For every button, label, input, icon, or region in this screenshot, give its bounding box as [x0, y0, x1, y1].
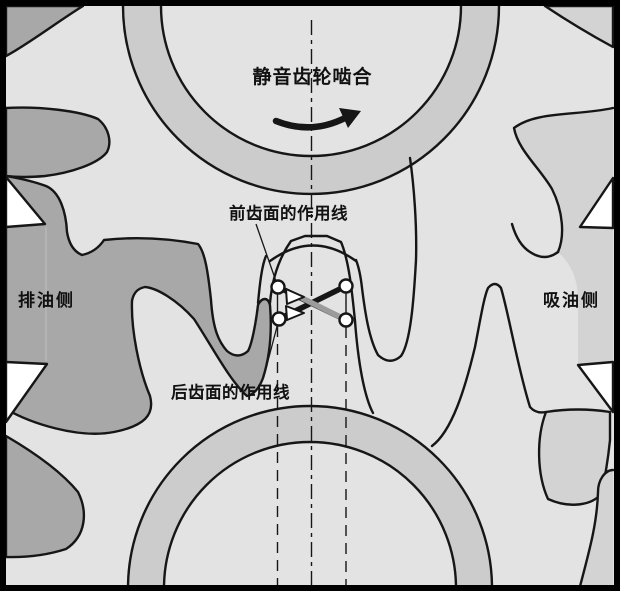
pocket-top-left-corner [6, 6, 85, 58]
bottom-gear-center-tooth [268, 234, 375, 415]
top-gear-root-arc-over-mesh [268, 244, 358, 263]
pocket-bottom-left [6, 434, 85, 559]
gear-tooth-outlines [256, 156, 560, 448]
rotation-arrow-icon [272, 108, 361, 131]
discharge-side-pockets [6, 6, 272, 559]
pocket-left-blob [6, 106, 111, 179]
top-gear-tooth-right-of-mesh [354, 156, 418, 362]
top-gear-corner-tooth-tip [510, 222, 560, 259]
contact-point-upper-left [270, 279, 286, 295]
pocket-top-right-corner [543, 6, 614, 49]
rear-label-leader-line [263, 318, 280, 377]
notch-right-top [578, 176, 614, 230]
contact-point-lower-left [271, 311, 287, 327]
port-notches [6, 175, 614, 424]
bottom-gear-hub-ring [126, 404, 494, 585]
mesh-lines-of-action [270, 278, 354, 328]
suction-side-pockets [512, 6, 614, 585]
front-label-leader-line [255, 223, 279, 288]
contact-point-lower-right [338, 312, 354, 328]
upper-force-arrow-icon [285, 288, 305, 305]
rear-flank-action-line [298, 294, 348, 323]
lower-force-arrow-icon [285, 305, 305, 321]
top-gear-tooth-flank-left-of-mesh [256, 254, 268, 305]
notch-right-bottom [576, 360, 614, 414]
contact-point-upper-right [338, 278, 354, 294]
notch-left-bottom [6, 360, 49, 424]
pocket-right-edge [514, 108, 613, 363]
notch-left-top [6, 175, 47, 229]
bottom-gear-right-tooth [430, 282, 548, 448]
pocket-left-river [6, 174, 272, 435]
